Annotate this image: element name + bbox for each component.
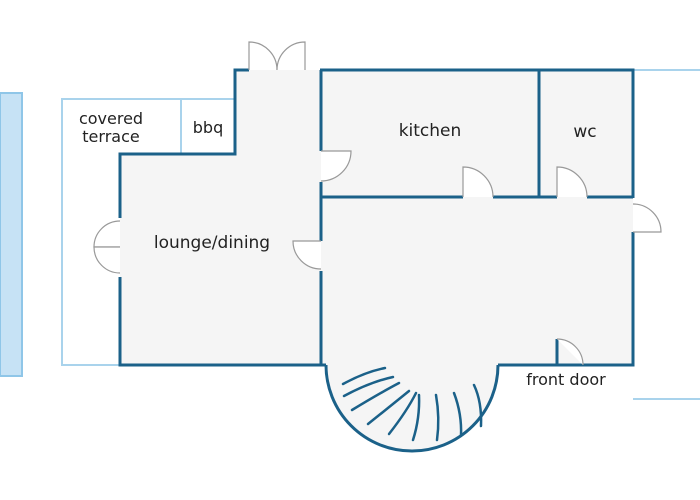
wc-label: wc [573,122,596,142]
hall-lounge-door [292,240,322,270]
covered-terrace-label-1: covered [79,109,143,128]
terrace-side-door-upper [93,220,121,248]
wc-door [556,166,588,198]
outdoor-areas [61,69,700,400]
stair-tread [341,366,387,386]
curved-stairs [341,366,483,442]
kitchen-hall-door [462,166,494,198]
front-door-label: front door [526,370,606,389]
front-door[interactable] [556,338,584,366]
kitchen-label: kitchen [399,121,462,141]
stair-tread [452,391,463,438]
kitchen-lounge-door [320,150,352,182]
stair-tread [366,389,411,426]
stair-tread [434,393,440,442]
bay-window-arc [324,364,500,453]
floor-area [120,70,633,451]
pool [0,92,23,377]
covered-terrace-label-2: terrace [82,127,139,146]
stair-tread [342,375,395,398]
stair-tread [472,383,483,428]
bbq-label: bbq [193,118,223,137]
terrace-door-right [276,41,306,71]
side-door-right [632,203,662,233]
terrace-side-door-lower [93,246,121,274]
covered-terrace-outline [61,98,235,366]
walls [118,68,635,453]
stair-tread [411,393,421,442]
outer-wall [118,68,635,367]
stair-tread [350,381,401,412]
doors [93,41,662,366]
room-labels: covered terrace bbq kitchen wc lounge/di… [79,109,606,389]
lounge-dining-label: lounge/dining [154,233,270,253]
right-patio-outline [633,69,700,400]
terrace-door-left [248,41,278,71]
stair-tread [387,391,418,436]
